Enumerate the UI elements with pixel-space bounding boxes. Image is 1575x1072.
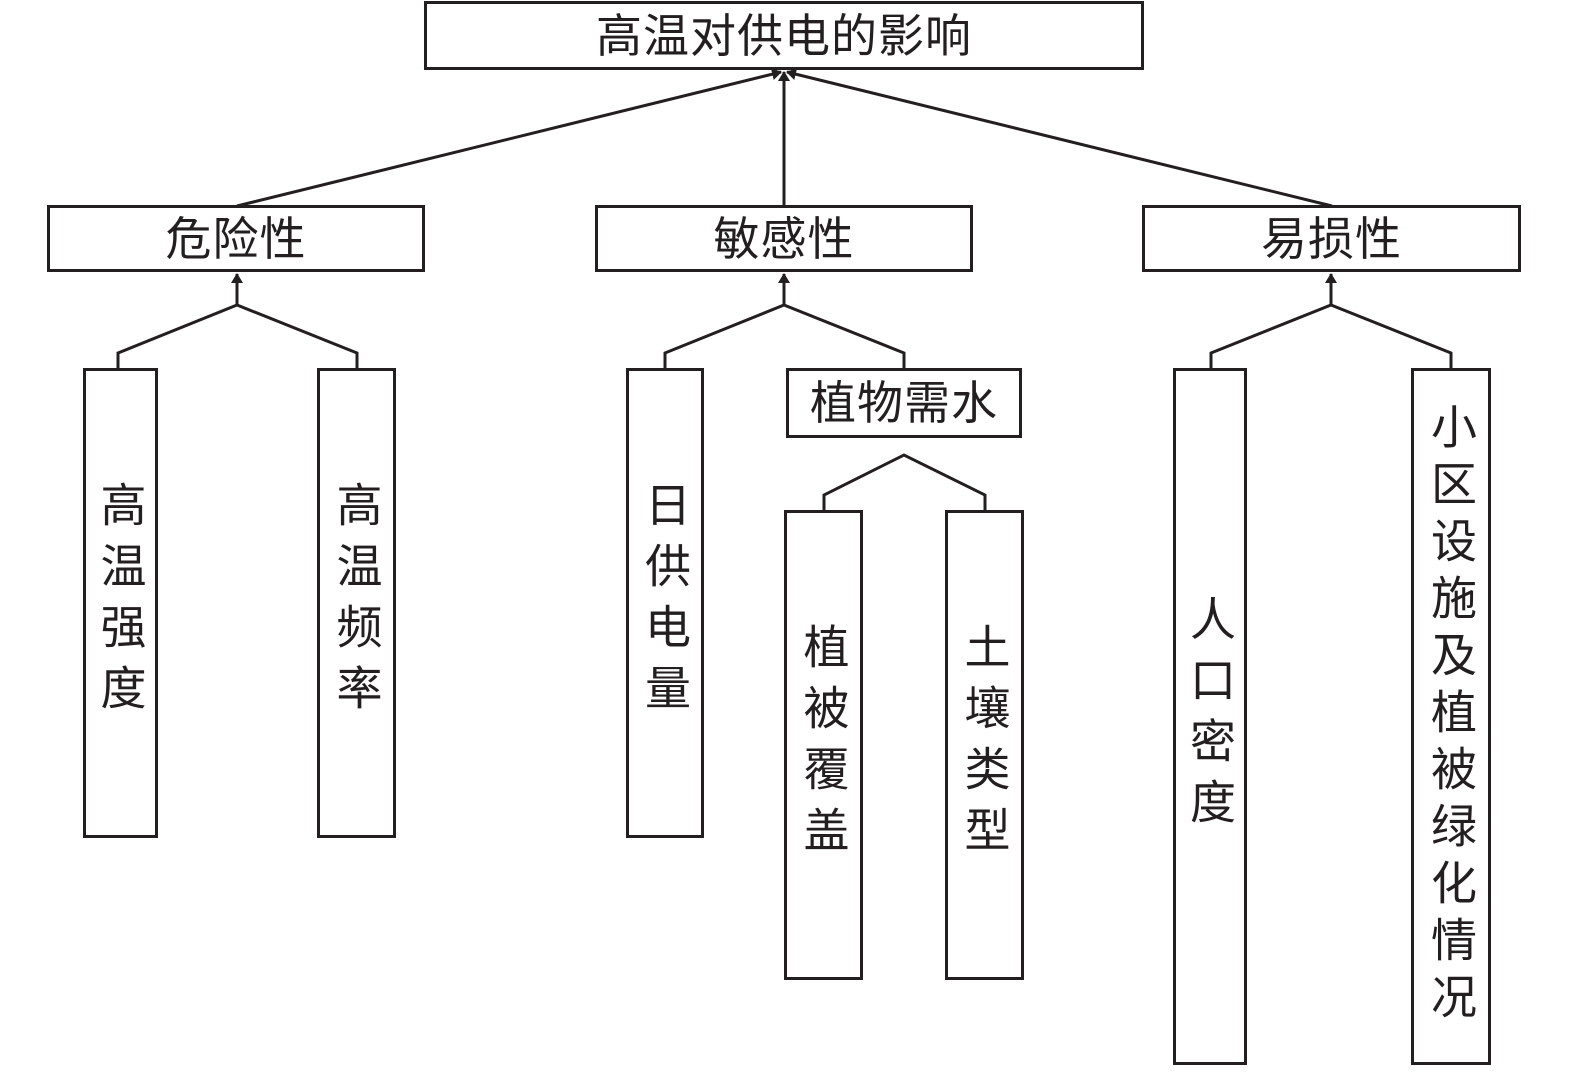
node-plant-water-demand-label: 植物需水 <box>810 376 998 430</box>
leaf-community-facilities: 小区设施及植被绿化情况 <box>1411 368 1491 1065</box>
category-sensitivity: 敏感性 <box>595 205 973 272</box>
category-vulnerability: 易损性 <box>1142 205 1521 272</box>
leaf-population-density-label: 人口密度 <box>1183 594 1237 839</box>
node-plant-water-demand: 植物需水 <box>786 368 1022 438</box>
leaf-daily-power-supply-label: 日供电量 <box>638 481 692 725</box>
leaf-soil-type-label: 土壤类型 <box>957 623 1012 867</box>
leaf-population-density: 人口密度 <box>1173 368 1247 1065</box>
leaf-vegetation-cover: 植被覆盖 <box>784 510 863 980</box>
leaf-high-temp-frequency-label: 高温频率 <box>329 481 384 725</box>
root-label: 高温对供电的影响 <box>596 8 972 63</box>
leaf-high-temp-intensity-label: 高温强度 <box>93 481 148 725</box>
category-hazard-label: 危险性 <box>165 211 307 266</box>
category-sensitivity-label: 敏感性 <box>713 211 855 266</box>
bracket-hazard <box>116 303 359 368</box>
leaf-soil-type: 土壤类型 <box>945 510 1024 980</box>
leaf-vegetation-cover-label: 植被覆盖 <box>796 623 851 867</box>
leaf-high-temp-frequency: 高温频率 <box>317 368 396 838</box>
leaf-community-facilities-label: 小区设施及植被绿化情况 <box>1424 403 1478 1030</box>
root-node: 高温对供电的影响 <box>424 1 1144 70</box>
bracket-vulnerability <box>1209 303 1453 368</box>
edge-hazard-to-root <box>236 68 782 208</box>
leaf-high-temp-intensity: 高温强度 <box>83 368 158 838</box>
edge-vulnerability-to-root <box>786 68 1333 208</box>
bracket-sensitivity <box>663 303 906 368</box>
leaf-daily-power-supply: 日供电量 <box>626 368 704 838</box>
category-hazard: 危险性 <box>47 205 425 272</box>
bracket-plant-water <box>822 453 987 510</box>
category-vulnerability-label: 易损性 <box>1261 211 1402 266</box>
